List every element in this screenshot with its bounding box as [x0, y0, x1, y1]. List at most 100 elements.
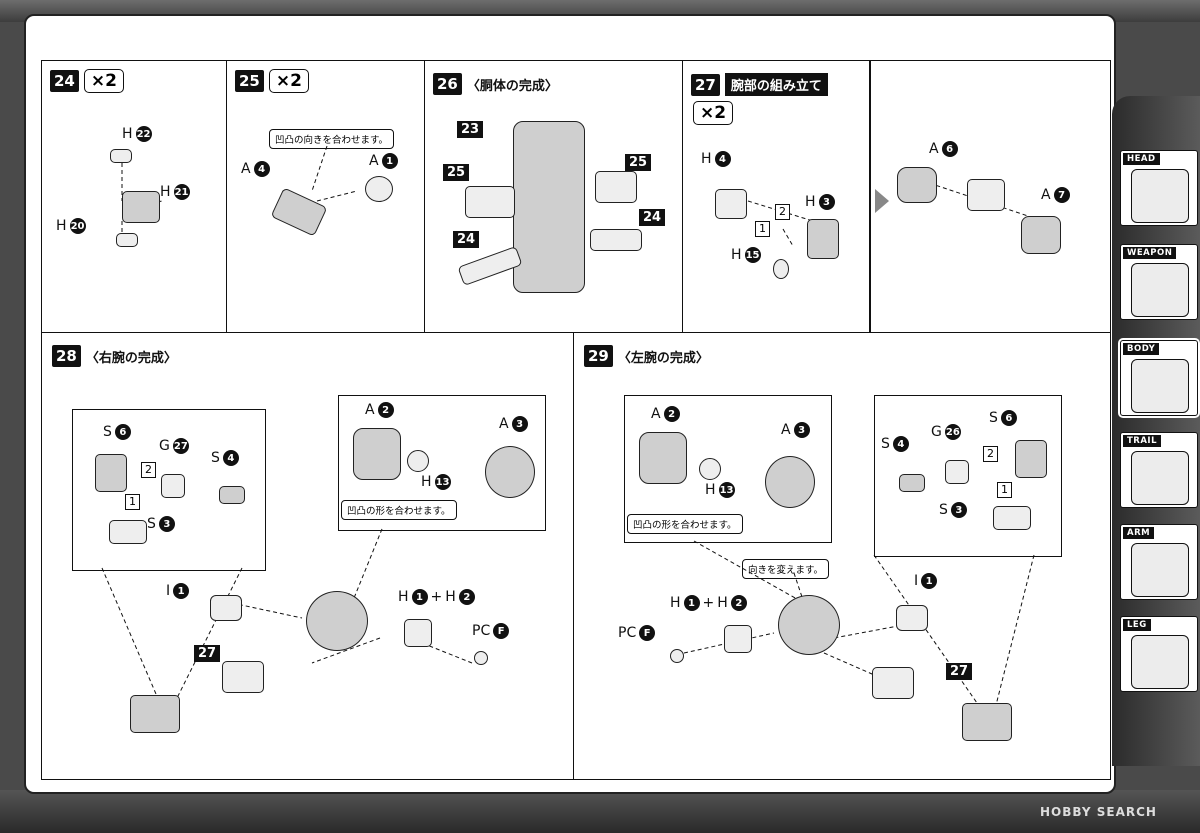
sequence-box-1: 1	[125, 494, 140, 510]
part-s6-shape	[95, 454, 127, 492]
part-h3-shape	[807, 219, 839, 259]
step-27-header: 27 腕部の組み立て	[691, 73, 828, 96]
trail-icon	[1131, 451, 1189, 505]
part-h1-h2-shape	[724, 625, 752, 653]
step-ref-25-left: 25	[443, 164, 470, 181]
step-title: 〈左腕の完成〉	[617, 350, 709, 366]
tab-head[interactable]: HEAD	[1120, 150, 1198, 226]
multiplier-badge: ×2	[83, 69, 124, 93]
part-a2-shape	[639, 432, 687, 484]
part-s6-shape	[1015, 440, 1047, 478]
assembly-lines	[311, 145, 358, 202]
head-icon	[1131, 169, 1189, 223]
instruction-note: 凹凸の形を合わせます。	[627, 514, 743, 534]
tab-body[interactable]: BODY	[1120, 340, 1198, 416]
part-h15-shape	[773, 259, 789, 279]
part-a4-shape	[270, 187, 328, 237]
part-h13-shape	[407, 450, 429, 472]
arm-27-shape	[872, 667, 914, 699]
part-h22-shape	[110, 149, 132, 163]
claw-part-shape	[962, 703, 1012, 741]
sequence-box-2: 2	[141, 462, 156, 478]
instruction-note: 凹凸の向きを合わせます。	[269, 129, 395, 149]
part-g26-shape	[945, 460, 969, 484]
tab-weapon[interactable]: WEAPON	[1120, 244, 1198, 320]
arm-joint-shape	[967, 179, 1005, 211]
part-h13-shape	[699, 458, 721, 480]
part-a1-shape	[365, 176, 393, 202]
step-ref-25-right: 25	[625, 154, 652, 171]
part-a3-shape	[485, 446, 535, 498]
part-g27-shape	[161, 474, 185, 498]
step-ref-24-left: 24	[453, 231, 480, 248]
leg-part-left-shape	[465, 186, 515, 218]
step-24-header: 24 ×2	[50, 69, 124, 93]
sequence-box-1: 1	[997, 482, 1012, 498]
step-29-header: 29 〈左腕の完成〉	[584, 345, 709, 367]
step-title: 腕部の組み立て	[724, 73, 828, 96]
body-assembly-shape	[513, 121, 585, 293]
step-ref-27: 27	[194, 645, 221, 662]
arm-icon	[1131, 543, 1189, 597]
arm-shoulder-assembly-shape	[306, 591, 368, 651]
part-h1-h2-shape	[404, 619, 432, 647]
step-28-header: 28 〈右腕の完成〉	[52, 345, 177, 367]
step-number: 27	[691, 73, 720, 96]
section-sidebar: HEAD WEAPON BODY TRAIL ARM LEG	[1112, 96, 1200, 766]
claw-part-shape	[130, 695, 180, 733]
part-s4-shape	[219, 486, 245, 504]
tab-arm[interactable]: ARM	[1120, 524, 1198, 600]
sequence-box-1: 1	[755, 221, 770, 237]
part-a2-shape	[353, 428, 401, 480]
step-ref-24-right: 24	[639, 209, 666, 226]
step-27-multiplier: ×2	[693, 101, 734, 125]
part-i1-shape	[210, 595, 242, 621]
tab-trail[interactable]: TRAIL	[1120, 432, 1198, 508]
step-26-header: 26 〈胴体の完成〉	[433, 73, 558, 95]
part-h20-shape	[116, 233, 138, 247]
orientation-note: 向きを変えます。	[742, 559, 830, 579]
step-25-header: 25 ×2	[235, 69, 309, 93]
part-s3-shape	[993, 506, 1031, 530]
part-a7-shape	[1021, 216, 1061, 254]
tab-leg[interactable]: LEG	[1120, 616, 1198, 692]
step-number: 26	[433, 73, 462, 95]
leg-icon	[1131, 635, 1189, 689]
part-s4-shape	[899, 474, 925, 492]
part-i1-shape	[896, 605, 928, 631]
multiplier-badge: ×2	[268, 69, 309, 93]
leg-part-right-shape	[595, 171, 637, 203]
part-h4-shape	[715, 189, 747, 219]
